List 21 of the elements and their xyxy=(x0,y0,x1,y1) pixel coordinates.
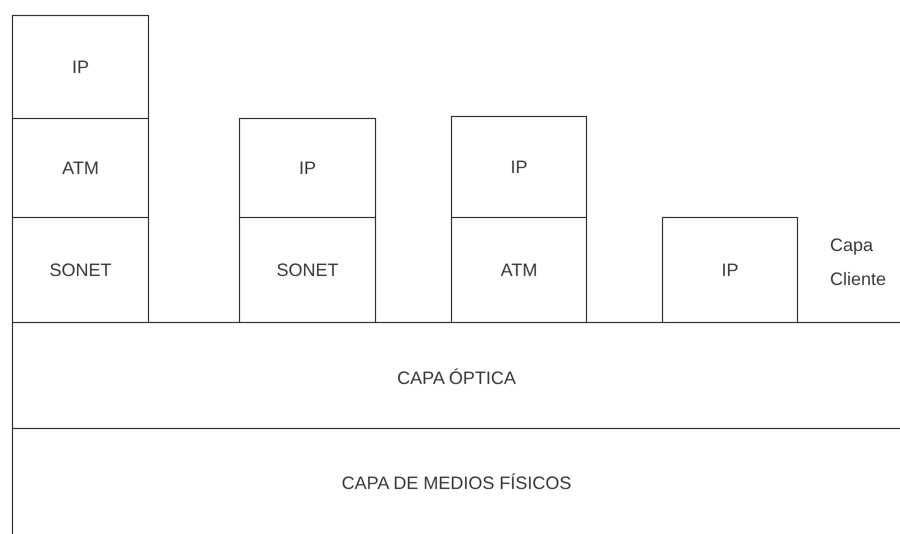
protocol-layer-box xyxy=(12,15,149,120)
protocol-layer-box xyxy=(12,217,149,323)
layer-band xyxy=(12,428,900,534)
layer-name: ATM xyxy=(62,158,99,179)
protocol-layer-box xyxy=(451,116,587,219)
layer-name: SONET xyxy=(49,260,112,280)
layer-name: ATM xyxy=(500,260,538,280)
layer-name: CAPA ÓPTICA xyxy=(397,368,516,388)
protocol-layer-box xyxy=(662,217,798,323)
protocol-layer-box xyxy=(12,118,149,219)
protocol-layer-box xyxy=(451,217,587,323)
layer-name: IP xyxy=(510,157,528,178)
layer-label: Capa Cliente xyxy=(830,234,888,291)
protocol-layer-box xyxy=(239,217,376,323)
protocol-layer-box xyxy=(239,118,376,219)
layer-band xyxy=(12,322,900,429)
layer-name: SONET xyxy=(276,260,338,280)
layer-name: IP xyxy=(72,57,89,78)
layer-name: CAPA DE MEDIOS FÍSICOS xyxy=(342,473,572,494)
layer-name: IP xyxy=(298,158,316,179)
layer-name: IP xyxy=(721,260,738,280)
